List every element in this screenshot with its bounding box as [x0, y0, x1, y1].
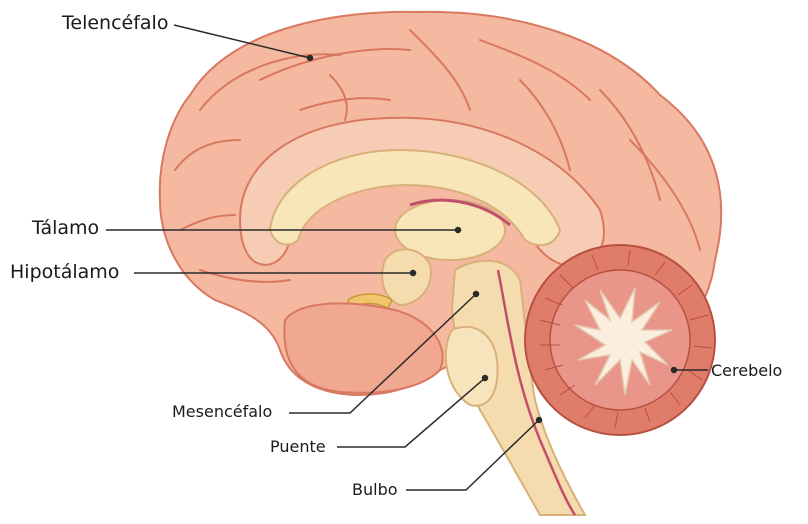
- label-hipotalamo: Hipotálamo: [10, 263, 119, 282]
- label-bulbo: Bulbo: [352, 482, 398, 498]
- label-talamo: Tálamo: [32, 219, 99, 238]
- label-puente: Puente: [270, 439, 326, 455]
- pons: [446, 327, 498, 406]
- cerebellum: [525, 245, 715, 435]
- label-cerebelo: Cerebelo: [711, 363, 782, 379]
- label-mesencefalo: Mesencéfalo: [172, 404, 272, 420]
- label-telencefalo: Telencéfalo: [62, 14, 168, 33]
